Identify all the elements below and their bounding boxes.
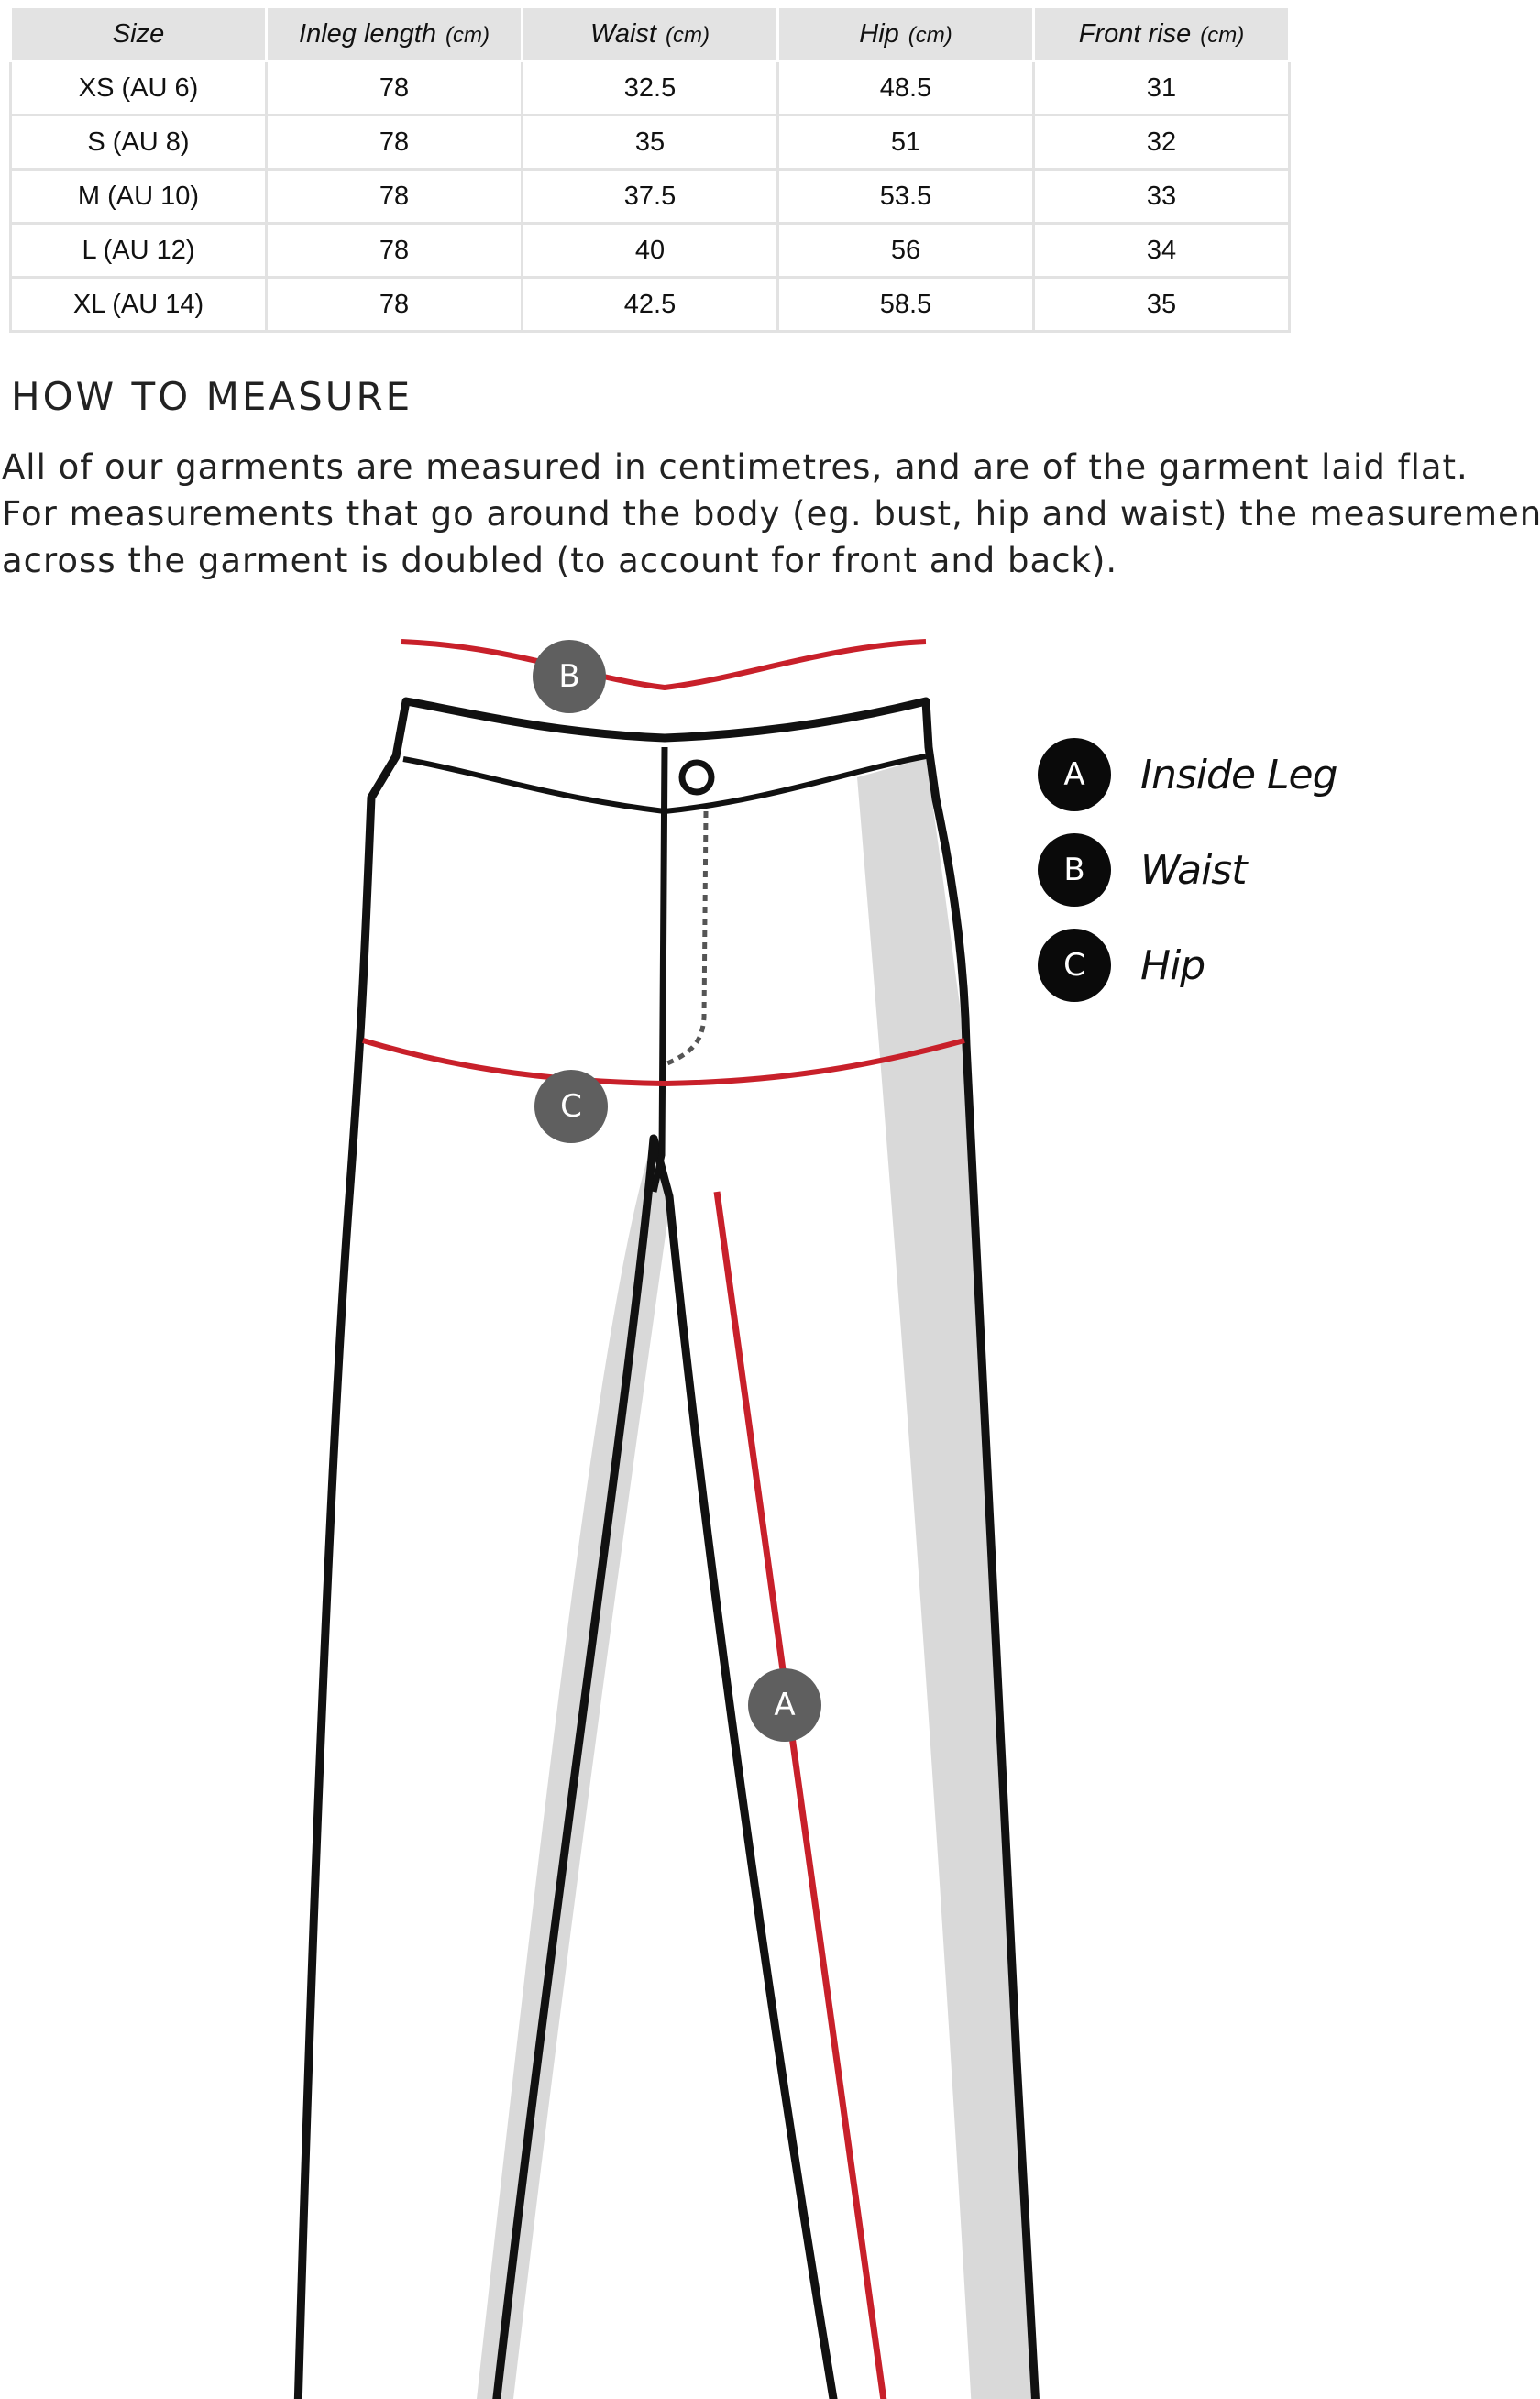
measuring-instructions: All of our garments are measured in cent…	[2, 444, 1540, 584]
header-label: Hip	[859, 18, 899, 49]
header-label: Inleg length	[299, 18, 436, 49]
marker-a-letter: A	[774, 1687, 795, 1723]
cell-inleg: 78	[265, 276, 523, 333]
fly-stitching	[666, 810, 709, 1066]
cell-waist: 37.5	[521, 168, 779, 225]
cell-front-rise: 31	[1032, 60, 1291, 116]
cell-hip: 53.5	[776, 168, 1035, 225]
pants-outline	[293, 697, 1040, 2399]
instruction-line: For measurements that go around the body…	[2, 494, 1540, 534]
cell-size: S (AU 8)	[9, 114, 268, 171]
right-leg-shading	[857, 758, 1034, 2399]
legend-badge: A	[1038, 738, 1111, 811]
waist-button	[678, 759, 715, 796]
marker-b-letter: B	[558, 658, 579, 695]
marker-c: C	[534, 1070, 608, 1143]
cell-front-rise: 34	[1032, 222, 1291, 279]
marker-b: B	[533, 640, 606, 713]
instruction-line: All of our garments are measured in cent…	[2, 447, 1468, 487]
header-hip: Hip (cm)	[776, 6, 1035, 62]
cell-waist: 40	[521, 222, 779, 279]
pants-measurement-diagram: B C A	[293, 639, 1040, 2399]
inside-leg-measure-line	[713, 1191, 887, 2399]
cell-waist: 32.5	[521, 60, 779, 116]
cell-hip: 56	[776, 222, 1035, 279]
table-row: XS (AU 6) 78 32.5 48.5 31	[9, 60, 1291, 116]
legend-badge: B	[1038, 833, 1111, 907]
how-to-measure-heading: HOW TO MEASURE	[11, 374, 413, 419]
header-label: Waist	[590, 18, 656, 49]
marker-a: A	[748, 1668, 821, 1742]
cell-size: XS (AU 6)	[9, 60, 268, 116]
cell-inleg: 78	[265, 60, 523, 116]
legend-badge: C	[1038, 929, 1111, 1002]
legend-label: Hip	[1140, 941, 1205, 989]
header-unit: (cm)	[666, 22, 710, 48]
size-chart-table: Size Inleg length(cm) Waist(cm) Hip(cm) …	[9, 6, 1291, 333]
header-unit: (cm)	[1200, 22, 1245, 48]
cell-hip: 51	[776, 114, 1035, 171]
instruction-line: across the garment is doubled (to accoun…	[2, 541, 1118, 580]
fly-seam	[650, 746, 668, 1193]
cell-size: M (AU 10)	[9, 168, 268, 225]
header-unit: (cm)	[908, 22, 952, 48]
header-inleg-length: Inleg length (cm)	[265, 6, 523, 62]
cell-inleg: 78	[265, 222, 523, 279]
header-unit: (cm)	[445, 22, 490, 48]
cell-hip: 58.5	[776, 276, 1035, 333]
measurement-legend: A Inside Leg B Waist C Hip	[1038, 738, 1533, 1024]
table-row: XL (AU 14) 78 42.5 58.5 35	[9, 276, 1291, 333]
cell-front-rise: 35	[1032, 276, 1291, 333]
table-row: M (AU 10) 78 37.5 53.5 33	[9, 168, 1291, 225]
legend-item-inside-leg: A Inside Leg	[1038, 738, 1533, 811]
header-label: Front rise	[1078, 18, 1192, 49]
legend-label: Inside Leg	[1140, 751, 1338, 798]
legend-label: Waist	[1140, 846, 1247, 894]
cell-inleg: 78	[265, 168, 523, 225]
cell-waist: 35	[521, 114, 779, 171]
header-size: Size	[9, 6, 268, 62]
header-front-rise: Front rise (cm)	[1032, 6, 1291, 62]
cell-inleg: 78	[265, 114, 523, 171]
table-row: L (AU 12) 78 40 56 34	[9, 222, 1291, 279]
hip-measure-line	[362, 1038, 965, 1087]
cell-waist: 42.5	[521, 276, 779, 333]
legend-item-hip: C Hip	[1038, 929, 1533, 1002]
waist-measure-line	[401, 639, 927, 691]
cell-front-rise: 33	[1032, 168, 1291, 225]
cell-hip: 48.5	[776, 60, 1035, 116]
header-label: Size	[112, 18, 165, 49]
legend-item-waist: B Waist	[1038, 833, 1533, 907]
cell-size: L (AU 12)	[9, 222, 268, 279]
cell-size: XL (AU 14)	[9, 276, 268, 333]
header-waist: Waist (cm)	[521, 6, 779, 62]
cell-front-rise: 32	[1032, 114, 1291, 171]
size-table-header-row: Size Inleg length(cm) Waist(cm) Hip(cm) …	[9, 6, 1291, 62]
table-row: S (AU 8) 78 35 51 32	[9, 114, 1291, 171]
marker-c-letter: C	[560, 1088, 582, 1125]
